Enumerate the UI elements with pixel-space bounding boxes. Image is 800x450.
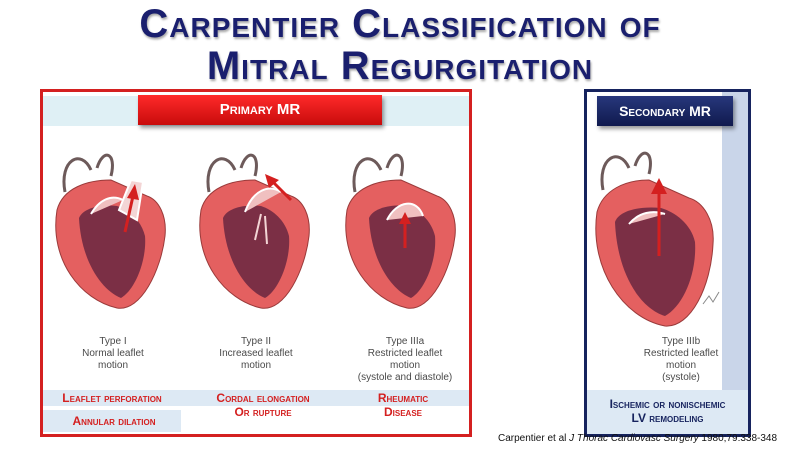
type-desc: motion [389,360,420,371]
citation-details: 1980;79:338-348 [698,433,778,444]
secondary-finding-band [587,390,748,434]
finding-annular-dilation: Annular dilation [72,414,156,428]
finding-line: Or rupture [234,405,292,419]
caption-type-iiib: Type IIIb Restricted leaflet motion (sys… [621,336,741,384]
finding-ischemic-lv-remodeling: Ischemic or nonischemic LV remodeling [587,397,748,425]
type-desc: Normal leaflet [82,348,144,359]
type-desc: motion [97,360,128,371]
citation-authors: Carpentier et al [498,433,570,444]
primary-mr-header: Primary MR [138,95,382,125]
finding-line: Ischemic or nonischemic [609,397,726,411]
citation: Carpentier et al J Thorac Cardiovasc Sur… [498,433,777,444]
type-desc: motion [240,360,271,371]
type-desc: Restricted leaflet [367,348,443,359]
caption-type-iiia: Type IIIa Restricted leaflet motion (sys… [341,336,469,384]
type-desc: motion [665,360,696,371]
type-desc: (systole) [662,372,700,383]
type-label: Type IIIb [661,336,701,347]
finding-line: Disease [383,405,422,419]
title-line-2: Mitral Regurgitation [206,44,594,88]
primary-mr-panel: Primary MR Type I Normal leaflet motion … [40,89,472,437]
finding-band [43,390,469,406]
heart-type-iiib-illustration [595,151,720,327]
citation-journal: J Thorac Cardiovasc Surgery [569,433,699,444]
finding-line: LV remodeling [631,411,704,425]
heart-type-ii-illustration [199,153,310,309]
type-label: Type I [99,336,127,347]
finding-line: Rheumatic [377,391,429,405]
finding-line: Cordal elongation [216,391,310,405]
type-label: Type IIIa [385,336,425,347]
finding-rheumatic-disease: Rheumatic Disease [343,391,463,419]
caption-type-i: Type I Normal leaflet motion [57,336,169,372]
title-line-1: Carpentier Classification of [139,2,661,46]
type-desc: Restricted leaflet [643,348,719,359]
finding-band-short [43,410,181,432]
heart-type-i-illustration [55,153,166,309]
type-desc: Increased leaflet [219,348,293,359]
heart-type-iiia-illustration [345,153,456,309]
caption-type-ii: Type II Increased leaflet motion [195,336,317,372]
finding-leaflet-perforation: Leaflet perforation [62,391,162,405]
secondary-mr-header: Secondary MR [597,96,733,126]
secondary-mr-panel: Secondary MR Type IIIb Restricted leafle… [584,89,751,437]
type-desc: (systole and diastole) [357,372,453,383]
type-label: Type II [240,336,271,347]
finding-cordal-elongation: Cordal elongation Or rupture [193,391,333,419]
